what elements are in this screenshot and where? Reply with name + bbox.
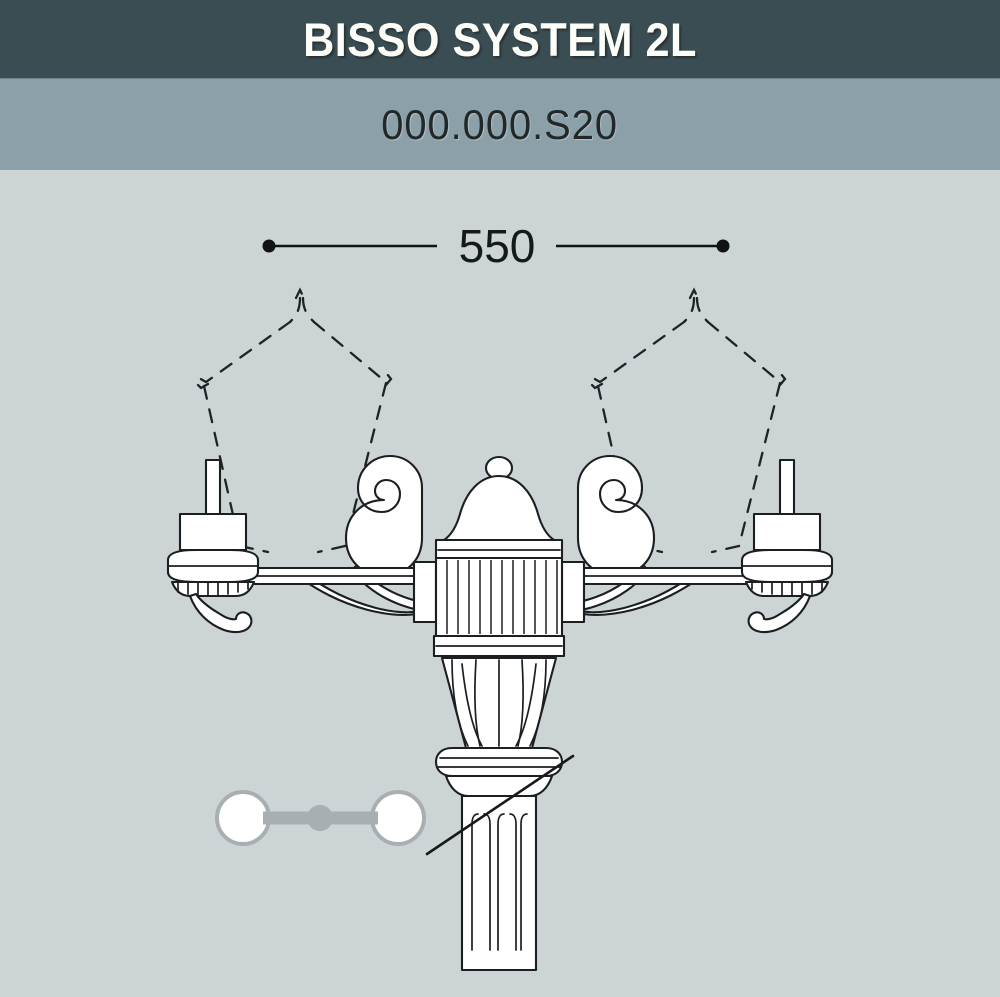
dimension-line-group: 550 [262, 220, 730, 272]
column-torus-ring [434, 746, 564, 778]
title-banner: BISSO SYSTEM 2L [0, 0, 1000, 78]
product-code: 000.000.S20 [381, 101, 619, 148]
column-flutes [446, 560, 558, 634]
column-side-block-right [560, 560, 586, 624]
column-side-block-left [412, 560, 438, 624]
two-lamp-indicator-icon [215, 790, 426, 846]
lamp-icon-circle-left [215, 790, 271, 846]
lamp-post-technical-drawing: 550 [166, 220, 834, 972]
page-title: BISSO SYSTEM 2L [303, 12, 697, 66]
lantern-outline-left [194, 287, 393, 554]
dimension-endpoint-right [716, 239, 730, 253]
drawing-canvas: 550 [0, 170, 1000, 997]
product-code-banner: 000.000.S20 [0, 78, 1000, 171]
lamp-icon-center-dot [307, 805, 333, 831]
dimension-endpoint-left [262, 239, 276, 253]
arm-assembly-right [548, 454, 834, 634]
ground-line [425, 754, 575, 856]
central-column [412, 455, 586, 972]
lamp-icon-circle-right [370, 790, 426, 846]
column-fluted-body [434, 556, 564, 638]
dimension-label: 550 [459, 220, 536, 272]
column-dome [442, 474, 556, 542]
arm-assembly-left [166, 454, 452, 634]
column-cap-collar [434, 538, 564, 560]
column-lower-ring [444, 774, 554, 798]
